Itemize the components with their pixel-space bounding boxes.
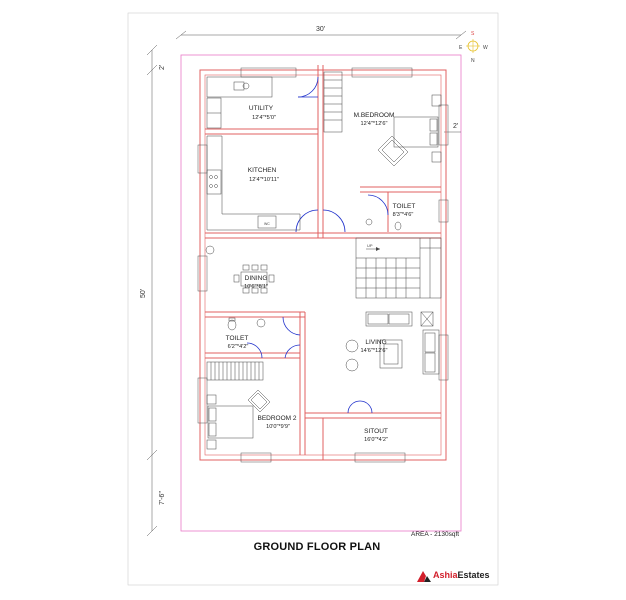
- width-dimension: 30': [175, 26, 467, 40]
- compass-icon: S N E W: [459, 31, 488, 64]
- dining-label: DINING: [245, 275, 268, 282]
- utility-label: UTILITY: [249, 105, 274, 112]
- kitchen-wc-label: WC: [264, 222, 270, 226]
- living-size: 14'6"*12'6": [361, 348, 388, 354]
- logo-text-part1: Ashia: [433, 569, 458, 580]
- logo-triangle-icon: [417, 569, 431, 582]
- bedroom-2-furniture: [206, 361, 271, 450]
- plot-boundary: [180, 54, 462, 532]
- living-label: LIVING: [365, 339, 386, 346]
- plan-title: GROUND FLOOR PLAN: [253, 541, 381, 553]
- depth-label: 50': [140, 289, 147, 298]
- toilet-1-size: 8'3"*4'6": [393, 212, 414, 218]
- windows: [197, 67, 449, 463]
- room-labels: UTILITY 12'4"*5'0" KITCHEN 12'4"*10'11" …: [226, 105, 416, 443]
- utility-fixtures: [206, 76, 273, 129]
- compass-n: N: [471, 58, 475, 64]
- toilet-1-label: TOILET: [393, 203, 416, 210]
- bedroom-2-label: BEDROOM 2: [257, 415, 296, 422]
- compass-w: W: [483, 45, 488, 51]
- utility-size: 12'4"*5'0": [252, 115, 276, 121]
- toilet-2-size: 6'2"*4'2": [228, 344, 249, 350]
- sitout-size: 16'0"*4'2": [364, 437, 388, 443]
- bottom-offset-label: 7'-6": [159, 491, 166, 505]
- toilet-2-fixtures: [227, 317, 266, 331]
- top-offset-label: 2': [159, 65, 166, 70]
- dining-set: [205, 245, 275, 294]
- dining-size: 10'6"*8'1": [244, 284, 268, 290]
- logo-text-part2: Estates: [457, 569, 490, 580]
- stair-up-label: UP: [367, 243, 373, 248]
- kitchen-size: 12'4"*10'11": [249, 177, 279, 183]
- inner-walls: [205, 65, 441, 460]
- kitchen-counters: WC: [206, 135, 301, 231]
- toilet-1-fixtures: [365, 218, 402, 231]
- right-offset-label: 2': [453, 123, 458, 130]
- depth-dimension: 50' 2' 7'-6": [140, 44, 166, 537]
- logo-text: AshiaEstates: [433, 570, 490, 580]
- width-label: 30': [316, 26, 325, 33]
- compass-e: E: [459, 45, 463, 51]
- kitchen-label: KITCHEN: [248, 167, 277, 174]
- main-staircase: UP: [355, 237, 442, 299]
- compass-s: S: [471, 31, 475, 37]
- right-offset-dimension: 2': [444, 123, 461, 133]
- stair-landing: [323, 71, 343, 133]
- area-text: AREA - 2130sqft: [411, 531, 460, 538]
- sheet-border: [127, 12, 499, 586]
- living-furniture: [345, 311, 440, 375]
- sitout-label: SITOUT: [364, 428, 388, 435]
- master-bedroom-label: M.BEDROOM: [354, 112, 395, 119]
- bedroom-2-size: 10'0"*9'9": [266, 424, 290, 430]
- brand-logo: AshiaEstates: [417, 569, 490, 582]
- toilet-2-label: TOILET: [226, 335, 249, 342]
- master-bedroom-size: 12'4"*12'6": [361, 121, 388, 127]
- master-bed: [377, 94, 442, 167]
- doors: [246, 76, 389, 414]
